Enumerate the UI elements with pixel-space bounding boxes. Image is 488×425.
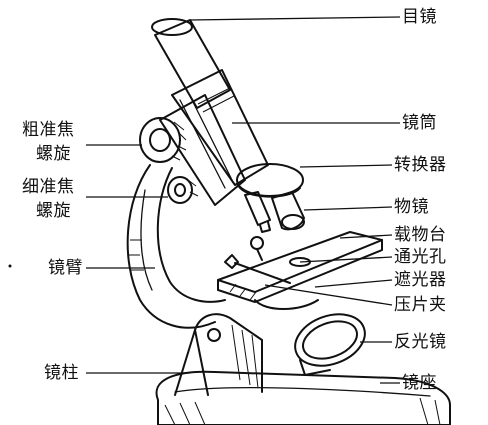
label-stage: 载物台 xyxy=(394,225,447,245)
label-mirror: 反光镜 xyxy=(394,332,447,352)
label-nosepiece: 转换器 xyxy=(394,155,447,175)
label-coarse-focus-line1: 粗准焦 xyxy=(22,120,75,140)
coarse-focus-knob xyxy=(139,117,187,163)
label-objective: 物镜 xyxy=(394,197,429,217)
label-base: 镜座 xyxy=(402,373,437,393)
diaphragm-disc xyxy=(254,299,319,310)
label-fine-focus: 细准焦 螺旋 xyxy=(22,175,75,223)
label-fine-focus-line2: 螺旋 xyxy=(36,201,71,221)
stray-dot xyxy=(8,264,12,268)
label-clip: 压片夹 xyxy=(394,295,447,315)
label-fine-focus-line1: 细准焦 xyxy=(22,177,75,197)
microscope-pillar xyxy=(174,313,263,396)
microscope-stage xyxy=(217,231,383,303)
label-tube: 镜筒 xyxy=(402,113,437,133)
nosepiece xyxy=(236,163,304,198)
microscope-arm xyxy=(126,164,226,329)
stage-clip xyxy=(224,236,291,284)
arm-upper-body xyxy=(159,94,246,206)
microscope-mirror xyxy=(294,313,366,376)
microscope-base xyxy=(155,370,451,425)
leader-lines xyxy=(86,16,401,384)
label-eyepiece: 目镜 xyxy=(402,7,437,27)
label-aperture: 通光孔 xyxy=(394,247,447,267)
label-coarse-focus: 粗准焦 螺旋 xyxy=(22,118,75,166)
label-coarse-focus-line2: 螺旋 xyxy=(36,144,71,164)
label-diaphragm: 遮光器 xyxy=(394,270,447,290)
fine-focus-knob xyxy=(167,176,199,204)
label-arm: 镜臂 xyxy=(48,258,83,278)
label-pillar: 镜柱 xyxy=(44,363,79,383)
objective-lenses xyxy=(244,191,305,233)
